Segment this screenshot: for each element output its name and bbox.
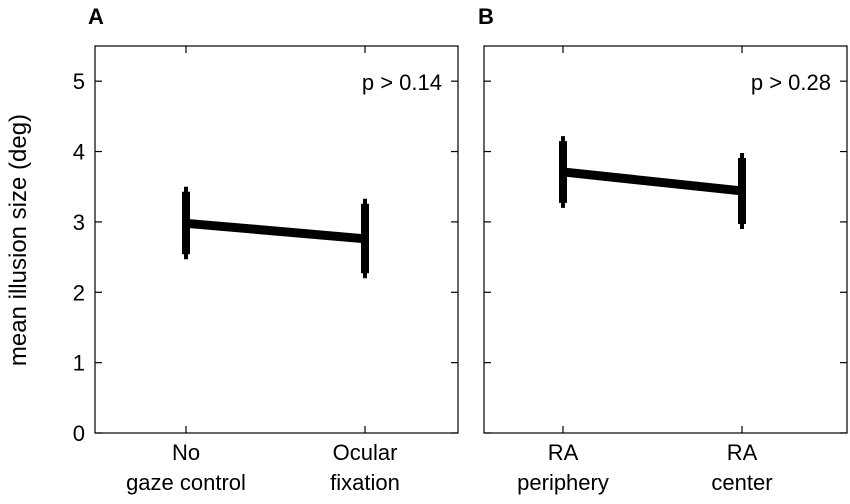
y-axis-label: mean illusion size (deg): [5, 114, 32, 366]
panel-a-ytick-label-1: 1: [73, 351, 85, 376]
panel-a-series-line: [185, 218, 366, 244]
panel-b-series-line: [562, 167, 743, 196]
panel-a: A p > 0.14 0 1 2 3 4 5 No gaze control Ocular…: [73, 4, 459, 495]
panel-a-ytick-label-0: 0: [73, 421, 85, 446]
panel-a-ytick-label-2: 2: [73, 280, 85, 305]
panel-a-p-value: p > 0.14: [362, 70, 442, 95]
panel-b-p-value: p > 0.28: [751, 70, 831, 95]
panel-a-cat2-line1: Ocular: [333, 440, 398, 465]
panel-b-cat2-line2: center: [711, 470, 772, 495]
panel-a-ytick-label-4: 4: [73, 140, 85, 165]
panel-b-frame: [483, 45, 848, 434]
panel-a-ytick-label-3: 3: [73, 210, 85, 235]
panel-b-cat2-line1: RA: [727, 440, 758, 465]
panel-a-cat1-line1: No: [172, 440, 200, 465]
panel-a-cat1-line2: gaze control: [126, 470, 246, 495]
panel-b-cat1-line1: RA: [548, 440, 579, 465]
panel-b: B p > 0.28 RA periphery RA center: [478, 4, 848, 495]
panel-a-ytick-label-5: 5: [73, 69, 85, 94]
panel-b-point-1: [738, 186, 746, 195]
panel-a-point-0: [182, 219, 190, 228]
panel-a-point-1: [361, 234, 369, 243]
panel-b-point-0: [559, 167, 567, 176]
panel-a-cat2-line2: fixation: [330, 470, 400, 495]
panel-a-letter: A: [88, 4, 104, 29]
panel-b-letter: B: [478, 4, 494, 29]
panel-b-cat1-line2: periphery: [517, 470, 609, 495]
panel-a-frame: [94, 45, 459, 434]
